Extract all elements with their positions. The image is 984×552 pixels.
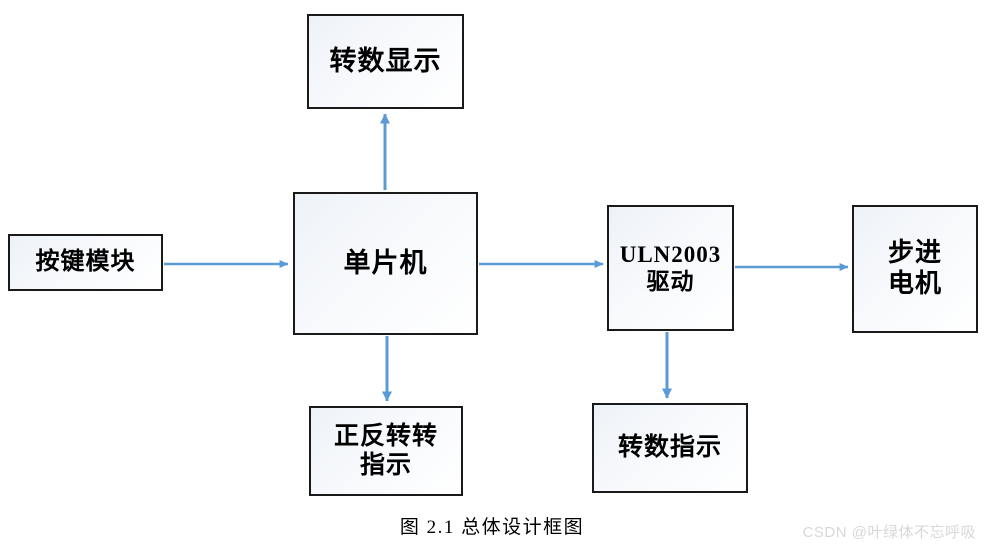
figure-caption: 图 2.1 总体设计框图 [399, 517, 585, 538]
block-speed-display[interactable]: 转数显示 [307, 14, 464, 109]
block-stepper-motor[interactable]: 步进 电机 [852, 205, 978, 333]
block-uln2003-driver[interactable]: ULN2003 驱动 [607, 205, 734, 331]
block-speed-indicator[interactable]: 转数指示 [592, 403, 748, 493]
block-key-module[interactable]: 按键模块 [8, 234, 163, 291]
block-mcu[interactable]: 单片机 [293, 192, 478, 335]
csdn-watermark: CSDN @叶绿体不忘呼吸 [802, 524, 976, 541]
block-direction-indicator[interactable]: 正反转转 指示 [309, 406, 463, 496]
